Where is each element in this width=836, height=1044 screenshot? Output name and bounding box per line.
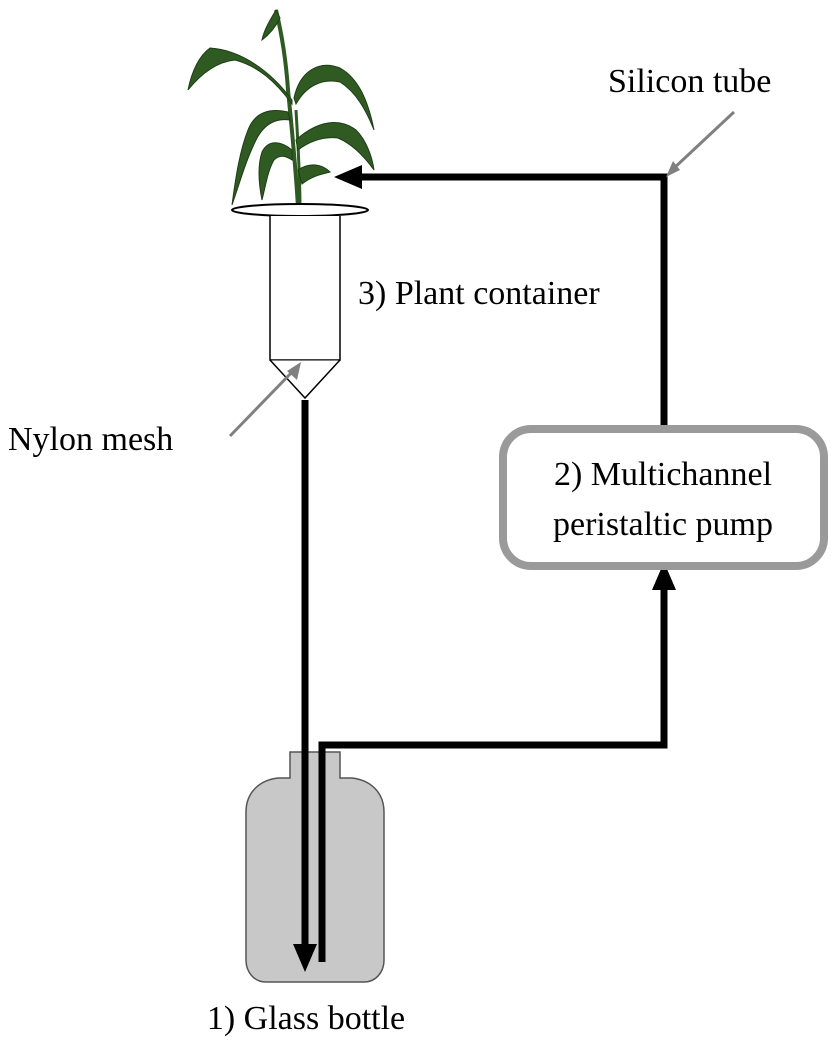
arrow-into-plant-container: [334, 165, 362, 189]
silicon-tubing: [293, 165, 676, 972]
container-rim: [231, 203, 369, 217]
pointer-nylon-mesh-head: [287, 362, 301, 380]
pointer-nylon-mesh: [228, 368, 296, 438]
pointer-silicon-tube-head: [666, 161, 680, 177]
peristaltic-pump: 2) Multichannel peristaltic pump: [499, 425, 828, 570]
label-glass-bottle: 1) Glass bottle: [207, 1000, 405, 1037]
label-nylon-mesh: Nylon mesh: [8, 421, 173, 458]
pump-box: [499, 425, 828, 570]
glass-bottle: [245, 751, 385, 983]
container-cone: [269, 359, 341, 400]
pointer-silicon-tube: [670, 110, 736, 172]
plant-seedling: [187, 8, 375, 209]
label-plant-container: 3) Plant container: [358, 275, 600, 312]
plant-container: [231, 203, 369, 400]
arrow-into-pump: [652, 562, 676, 590]
pointer-lines: [228, 110, 736, 438]
tube-bottle-to-pump: [318, 590, 668, 962]
tube-pump-to-plant: [362, 173, 668, 430]
arrow-into-bottle: [293, 944, 317, 972]
container-body: [269, 216, 341, 361]
label-silicon-tube: Silicon tube: [608, 63, 771, 100]
pump-label-line2: peristaltic pump: [553, 506, 773, 543]
pump-label-line1: 2) Multichannel: [554, 456, 772, 493]
